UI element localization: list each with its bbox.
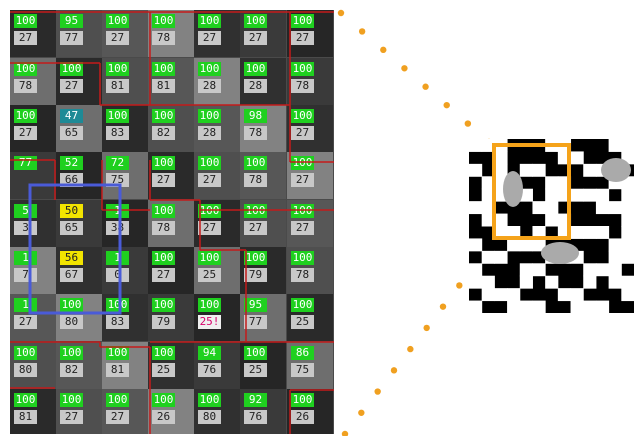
pattern-cell bbox=[583, 189, 596, 202]
pattern-cell bbox=[621, 276, 634, 289]
connector-dot bbox=[391, 367, 397, 373]
pattern-cell bbox=[494, 251, 507, 264]
pattern-cell bbox=[507, 301, 520, 313]
pattern-cell bbox=[520, 276, 533, 289]
pattern-cell bbox=[596, 226, 609, 239]
pattern-cell bbox=[609, 276, 622, 289]
binary-pattern bbox=[469, 139, 634, 313]
pattern-cell bbox=[469, 301, 482, 313]
pattern-cell bbox=[609, 251, 622, 264]
pattern-cell bbox=[494, 288, 507, 301]
pattern-cell bbox=[609, 238, 622, 251]
pattern-cell bbox=[621, 226, 634, 239]
pattern-cell bbox=[571, 189, 584, 202]
connector-dot bbox=[374, 388, 380, 394]
pattern-cell bbox=[520, 263, 533, 276]
pattern-cell bbox=[621, 251, 634, 264]
pattern-cell bbox=[545, 276, 558, 289]
pattern-cell bbox=[469, 164, 482, 177]
connector-dot bbox=[465, 120, 471, 126]
pattern-cell bbox=[571, 288, 584, 301]
pattern-cell bbox=[469, 139, 482, 152]
connector-dot bbox=[380, 47, 386, 53]
connector-dot bbox=[338, 10, 344, 16]
pattern-cell bbox=[621, 238, 634, 251]
pattern-cell bbox=[558, 288, 571, 301]
pattern-cell bbox=[532, 263, 545, 276]
pattern-cell bbox=[545, 201, 558, 214]
connector-dot bbox=[407, 346, 413, 352]
pattern-cell bbox=[583, 301, 596, 313]
pattern-cell bbox=[507, 288, 520, 301]
gray-blob bbox=[601, 158, 631, 182]
connector-dot bbox=[422, 84, 428, 90]
connector-dot bbox=[444, 102, 450, 108]
connector-dot bbox=[456, 282, 462, 288]
zoomed-detail bbox=[469, 139, 634, 313]
pattern-cell bbox=[482, 276, 495, 289]
pattern-cell bbox=[609, 263, 622, 276]
pattern-cell bbox=[482, 251, 495, 264]
pattern-cell bbox=[507, 238, 520, 251]
pattern-cell bbox=[494, 151, 507, 164]
pattern-cell bbox=[469, 263, 482, 276]
pattern-cell bbox=[520, 238, 533, 251]
pattern-cell bbox=[469, 276, 482, 289]
pattern-cell bbox=[469, 238, 482, 251]
pattern-cell bbox=[571, 151, 584, 164]
pattern-cell bbox=[596, 189, 609, 202]
pattern-cell bbox=[583, 226, 596, 239]
pattern-cell bbox=[621, 214, 634, 227]
pattern-cell bbox=[583, 276, 596, 289]
connector-dot bbox=[401, 65, 407, 71]
pattern-cell bbox=[609, 201, 622, 214]
gray-blob bbox=[541, 242, 579, 264]
gray-blob bbox=[503, 171, 523, 207]
pattern-cell bbox=[545, 214, 558, 227]
pattern-cell bbox=[609, 139, 622, 152]
pattern-cell bbox=[571, 226, 584, 239]
pattern-cell bbox=[621, 201, 634, 214]
pattern-cell bbox=[494, 164, 507, 177]
pattern-cell bbox=[596, 263, 609, 276]
pattern-cell bbox=[520, 301, 533, 313]
connector-dot bbox=[359, 28, 365, 34]
pattern-cell bbox=[621, 189, 634, 202]
connector-dot bbox=[358, 410, 364, 416]
pattern-cell bbox=[621, 139, 634, 152]
pattern-cell bbox=[596, 201, 609, 214]
pattern-cell bbox=[482, 288, 495, 301]
connector-dot bbox=[423, 325, 429, 331]
pattern-cell bbox=[532, 301, 545, 313]
pattern-cell bbox=[596, 301, 609, 313]
pattern-cell bbox=[545, 189, 558, 202]
pattern-cell bbox=[583, 263, 596, 276]
pattern-cell bbox=[545, 176, 558, 189]
connector-dot bbox=[440, 303, 446, 309]
pattern-cell bbox=[469, 201, 482, 214]
pattern-cell bbox=[532, 201, 545, 214]
pattern-cell bbox=[583, 164, 596, 177]
connector-dot bbox=[342, 431, 348, 436]
pattern-cell bbox=[520, 164, 533, 177]
pattern-cell bbox=[494, 214, 507, 227]
pattern-cell bbox=[621, 288, 634, 301]
pattern-cell bbox=[571, 301, 584, 313]
pattern-cell bbox=[532, 164, 545, 177]
